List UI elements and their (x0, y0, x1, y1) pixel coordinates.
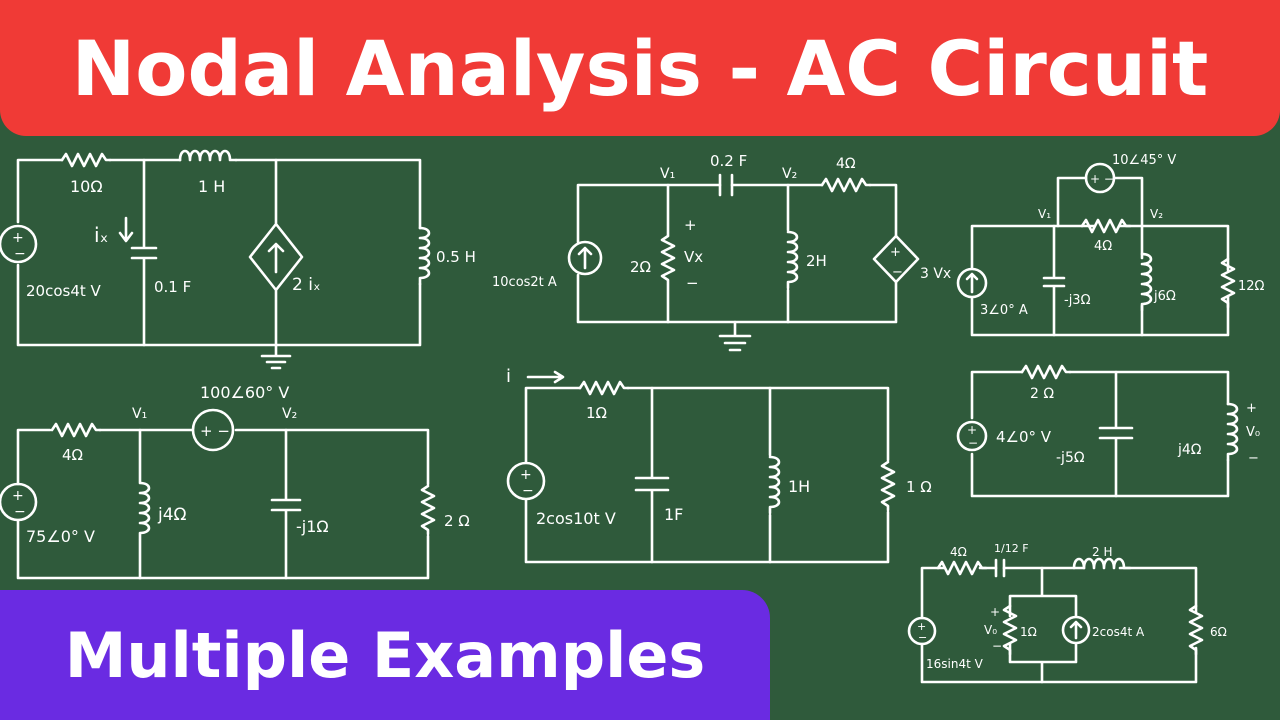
c1-l2-label: 0.5 H (436, 248, 476, 266)
svg-text:−: − (918, 631, 927, 644)
voltage-source-icon (506, 461, 546, 501)
c7-r-label: 4Ω (950, 545, 967, 559)
svg-text:+ −: + − (1090, 172, 1114, 186)
c7-isrc-label: 2cos4t A (1092, 625, 1145, 639)
svg-text:−: − (14, 246, 26, 262)
c2-c-label: 0.2 F (710, 152, 747, 170)
c2-plus: + (684, 216, 697, 234)
circuit-7: +− 4Ω 1/12 F 2 H 16sin4t V + V₀ − 1Ω 2co… (907, 542, 1227, 684)
c1-src-label: 20cos4t V (26, 282, 102, 300)
page-subtitle: Multiple Examples (64, 618, 706, 692)
svg-text:+: + (12, 230, 24, 246)
c1-l-label: 1 H (198, 177, 225, 196)
c5-r2-label: 1 Ω (906, 478, 932, 496)
circuit-3: + − 10∠45° V V₁ V₂ 4Ω 3∠0° A -j3Ω j6Ω 12… (956, 153, 1265, 337)
subtitle-banner: Multiple Examples (0, 590, 770, 720)
svg-text:−: − (14, 504, 26, 520)
circuit-1: +− 10Ω 1 H iₓ 0.1 F 20cos4t V 2 iₓ 0.5 H (0, 149, 476, 370)
c5-c-label: 1F (664, 505, 683, 524)
circuit-2: + − V₁ 0.2 F V₂ 4Ω 10cos2t A 2Ω + Vx − 2H… (492, 152, 951, 352)
c3-c-label: -j3Ω (1064, 293, 1091, 308)
c3-src-top: 10∠45° V (1112, 153, 1176, 168)
current-source-icon (567, 240, 603, 276)
c4-c-label: -j1Ω (296, 517, 329, 536)
c5-l-label: 1H (788, 477, 810, 496)
c3-r-label: 4Ω (1094, 239, 1112, 254)
c2-vx: Vx (684, 248, 703, 266)
c2-r-label: 2Ω (630, 258, 651, 276)
current-source-icon (1061, 615, 1091, 645)
c6-l-label: j4Ω (1177, 442, 1202, 458)
c2-v2: V₂ (782, 166, 797, 182)
svg-text:+: + (890, 245, 901, 260)
c6-c-label: -j5Ω (1056, 450, 1085, 466)
c4-v1: V₁ (132, 406, 147, 422)
circuit-6: +− 2 Ω 4∠0° V -j5Ω j4Ω + V₀ − (956, 364, 1260, 498)
voltage-source-icon (0, 224, 38, 264)
c7-plus: + (990, 605, 1000, 619)
c2-dep-label: 3 Vx (920, 266, 951, 282)
svg-text:+: + (12, 488, 24, 504)
c3-r2-label: 12Ω (1238, 279, 1265, 294)
voltage-source-icon (0, 482, 38, 522)
svg-text:−: − (968, 436, 978, 450)
circuit-4: + − +− 100∠60° V V₁ V₂ 4Ω 75∠0° V j4Ω -j… (0, 383, 470, 580)
circuit-5: +− i 1Ω 2cos10t V 1F 1H 1 Ω (506, 366, 932, 564)
c4-r-label: 4Ω (62, 446, 83, 464)
c2-minus: − (686, 274, 699, 292)
page-title: Nodal Analysis - AC Circuit (71, 23, 1209, 113)
c2-l-label: 2H (806, 252, 827, 270)
svg-text:−: − (522, 483, 534, 499)
c2-r-top: 4Ω (836, 156, 856, 172)
c1-ix-label: iₓ (94, 223, 108, 247)
c7-vo: V₀ (984, 623, 997, 637)
c7-src-label: 16sin4t V (926, 657, 984, 671)
c1-dep-label: 2 iₓ (292, 275, 321, 295)
svg-text:+: + (520, 467, 532, 483)
c4-src-label: 75∠0° V (26, 527, 95, 546)
c4-r2-label: 2 Ω (444, 512, 470, 530)
c5-i-label: i (506, 366, 511, 387)
svg-text:+: + (967, 423, 977, 437)
c6-vo: V₀ (1246, 425, 1260, 440)
c5-r-label: 1Ω (586, 404, 607, 422)
c7-c-label: 1/12 F (994, 542, 1029, 555)
svg-text:−: − (892, 265, 903, 280)
voltage-source-icon (191, 408, 235, 452)
c6-src-label: 4∠0° V (996, 428, 1052, 446)
voltage-source-icon (1084, 162, 1116, 194)
svg-text:+: + (917, 620, 926, 633)
voltage-source-icon (956, 420, 988, 452)
c1-r-label: 10Ω (70, 177, 103, 196)
c7-l-label: 2 H (1092, 545, 1112, 559)
c2-src-label: 10cos2t A (492, 275, 557, 290)
c7-r-mid: 1Ω (1020, 625, 1037, 639)
c6-minus: − (1248, 451, 1259, 466)
c3-src-label: 3∠0° A (980, 303, 1028, 318)
c6-r-label: 2 Ω (1030, 386, 1054, 402)
title-banner: Nodal Analysis - AC Circuit (0, 0, 1280, 136)
c5-src-label: 2cos10t V (536, 509, 616, 528)
c3-l-label: j6Ω (1153, 289, 1176, 304)
svg-text:+ −: + − (200, 422, 230, 440)
c3-v1: V₁ (1038, 207, 1051, 221)
c4-v2: V₂ (282, 406, 297, 422)
c1-c-label: 0.1 F (154, 278, 191, 296)
voltage-source-icon (907, 616, 937, 646)
c2-v1: V₁ (660, 166, 675, 182)
c7-r2-label: 6Ω (1210, 625, 1227, 639)
current-source-icon (956, 267, 988, 299)
c3-v2: V₂ (1150, 207, 1163, 221)
c4-l-label: j4Ω (157, 505, 187, 525)
c6-plus: + (1246, 401, 1257, 416)
c7-minus: − (992, 639, 1002, 653)
c4-src-top: 100∠60° V (200, 383, 289, 402)
